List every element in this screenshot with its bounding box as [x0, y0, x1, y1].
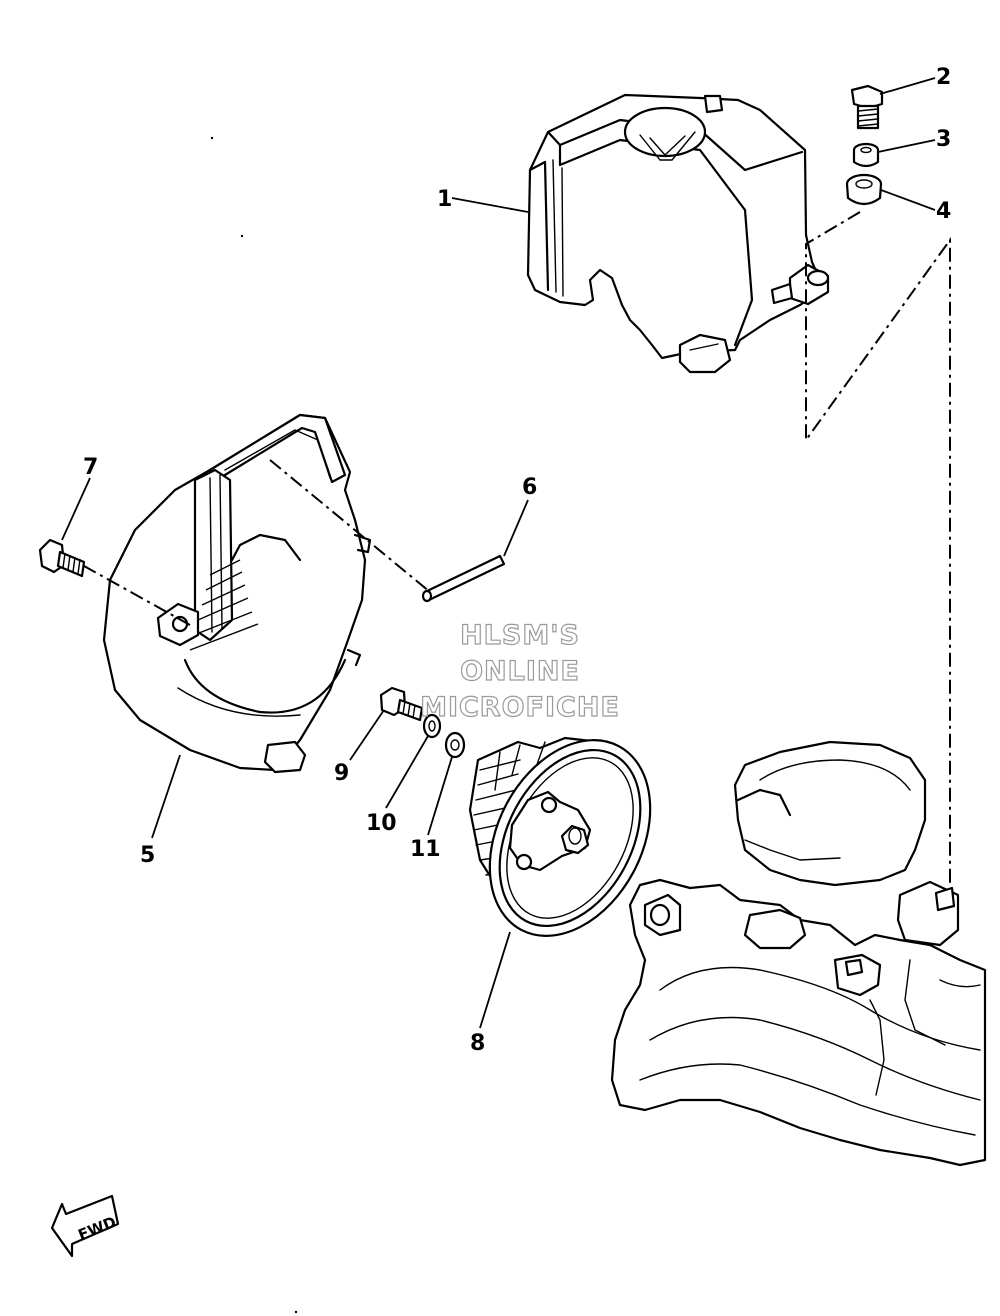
- watermark-line-1: HLSM'S: [459, 619, 580, 651]
- callout-6: 6: [522, 475, 537, 500]
- callout-11: 11: [410, 837, 441, 862]
- flywheel-fan-part-8[interactable]: [458, 712, 683, 963]
- fan-housing-part-5[interactable]: [102, 413, 372, 774]
- watermark: HLSM'S ONLINE MICROFICHE: [400, 618, 640, 726]
- forward-arrow-icon: FWD: [50, 1194, 120, 1258]
- callout-8: 8: [470, 1031, 485, 1056]
- grommet-part-4[interactable]: [845, 173, 883, 206]
- callout-3: 3: [936, 127, 951, 152]
- callout-1: 1: [437, 187, 452, 212]
- washer-part-10[interactable]: [422, 713, 442, 739]
- callout-7: 7: [83, 455, 98, 480]
- callout-10: 10: [366, 811, 397, 836]
- callout-2: 2: [936, 65, 951, 90]
- pin-part-6[interactable]: [421, 554, 506, 603]
- watermark-line-3: MICROFICHE: [419, 691, 620, 723]
- bolt-part-2[interactable]: [850, 84, 884, 130]
- bolt-part-7[interactable]: [38, 538, 86, 578]
- cover-part-1[interactable]: [526, 93, 830, 374]
- washer-part-11[interactable]: [444, 731, 466, 759]
- collar-part-3[interactable]: [852, 142, 880, 168]
- bolt-part-9[interactable]: [379, 686, 424, 722]
- callout-9: 9: [334, 761, 349, 786]
- alignment-lines: [83, 211, 951, 885]
- callout-5: 5: [140, 843, 155, 868]
- callout-numbers: 1 2 3 4 5 6 7 8 9 10 11: [83, 65, 951, 1056]
- leader-lines: [61, 77, 936, 1029]
- watermark-line-2: ONLINE: [459, 655, 580, 687]
- engine-block: [610, 740, 987, 1167]
- callout-4: 4: [936, 199, 951, 224]
